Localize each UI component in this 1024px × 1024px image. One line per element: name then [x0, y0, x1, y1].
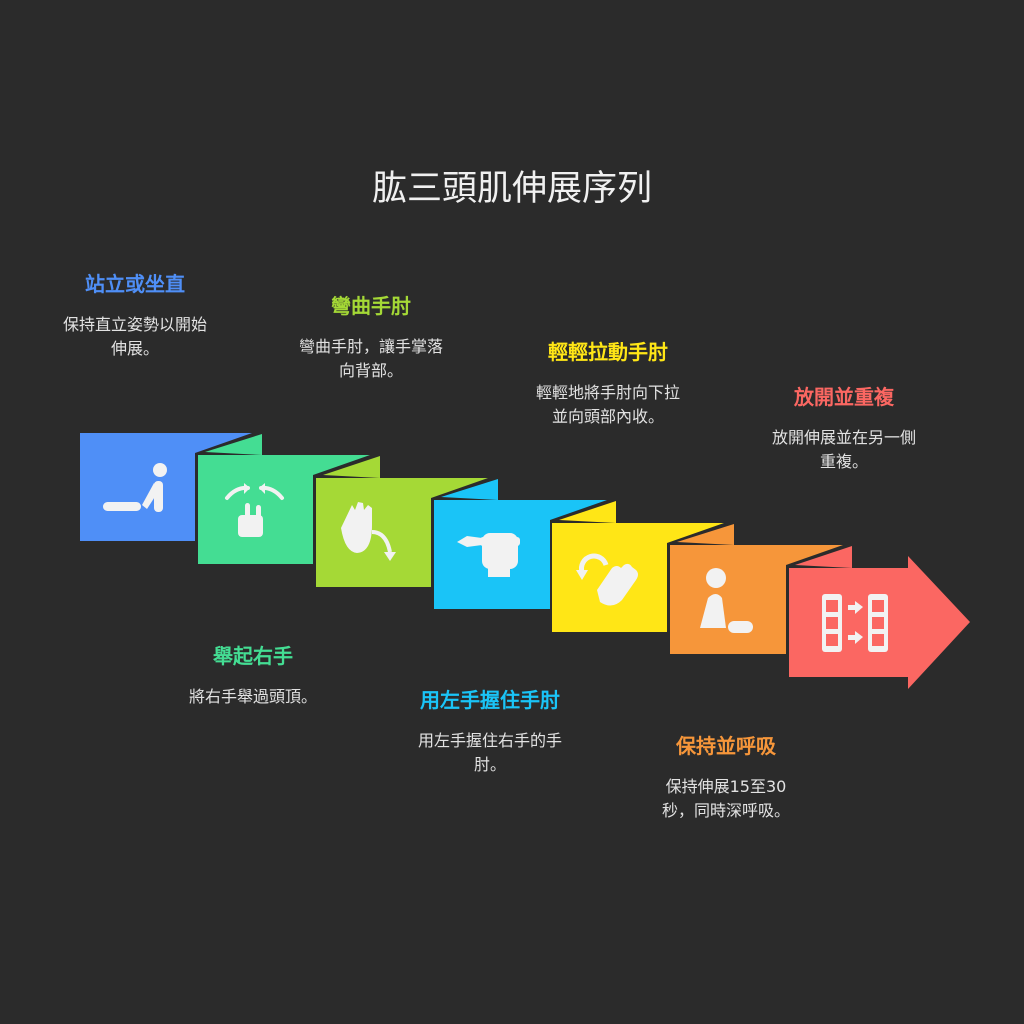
step-description: 放開伸展並在另一側重複。	[734, 426, 954, 474]
step-3-text: 彎曲手肘 彎曲手肘，讓手掌落向背部。	[261, 293, 481, 383]
step-5-text: 輕輕拉動手肘 輕輕地將手肘向下拉並向頭部內收。	[498, 339, 718, 429]
step-description: 將右手舉過頭頂。	[143, 685, 363, 709]
desc-line: 肘。	[473, 755, 506, 774]
hand-bend-down-icon	[341, 502, 396, 561]
step-description: 彎曲手肘，讓手掌落向背部。	[261, 335, 481, 383]
desc-line: 秒，同時深呼吸。	[661, 801, 790, 820]
step-panel-6	[670, 524, 843, 654]
step-title: 保持並呼吸	[676, 734, 776, 758]
desc-line: 並向頭部內收。	[551, 407, 664, 426]
step-panel-7	[789, 546, 970, 689]
step-2-text: 舉起右手 將右手舉過頭頂。	[143, 643, 363, 709]
step-6-text: 保持並呼吸 保持伸展15至30 秒，同時深呼吸。	[616, 733, 836, 823]
desc-line: 將右手舉過頭頂。	[188, 687, 317, 706]
step-7-text: 放開並重複 放開伸展並在另一側重複。	[734, 384, 954, 474]
step-1-text: 站立或坐直 保持直立姿勢以開始伸展。	[25, 271, 245, 361]
desc-line: 彎曲手肘，讓手掌落	[298, 337, 443, 356]
step-title: 輕輕拉動手肘	[548, 340, 668, 364]
sitting-person-icon	[103, 463, 167, 512]
step-panel-2	[198, 434, 370, 564]
step-4-text: 用左手握住手肘 用左手握住右手的手肘。	[380, 687, 600, 777]
desc-line: 伸展。	[110, 339, 159, 358]
step-title: 放開並重複	[794, 385, 894, 409]
step-title: 舉起右手	[213, 644, 293, 668]
desc-line: 保持直立姿勢以開始	[62, 315, 207, 334]
desc-line: 用左手握住右手的手	[417, 731, 562, 750]
step-description: 輕輕地將手肘向下拉並向頭部內收。	[498, 381, 718, 429]
hand-raise-gesture-icon	[225, 483, 284, 537]
hand-rotate-icon	[576, 553, 638, 606]
step-title: 彎曲手肘	[331, 294, 411, 318]
desc-line: 輕輕地將手肘向下拉	[535, 383, 680, 402]
step-panel-4	[434, 479, 607, 609]
step-description: 保持伸展15至30 秒，同時深呼吸。	[616, 775, 836, 823]
diagram-title: 肱三頭肌伸展序列	[371, 169, 652, 209]
desc-line: 重複。	[819, 452, 868, 471]
step-panel-1	[80, 433, 252, 541]
step-panel-3	[316, 456, 488, 587]
step-description: 保持直立姿勢以開始伸展。	[25, 313, 245, 361]
desc-line: 保持伸展15至30	[665, 777, 787, 796]
desc-line: 向背部。	[338, 361, 403, 380]
step-title: 站立或坐直	[85, 272, 185, 296]
step-description: 用左手握住右手的手肘。	[380, 729, 600, 777]
desc-line: 放開伸展並在另一側	[771, 428, 916, 447]
kneeling-person-icon	[700, 568, 753, 633]
step-title: 用左手握住手肘	[420, 688, 560, 712]
repeat-transfer-icon	[822, 594, 888, 652]
step-panel-5	[552, 501, 724, 632]
hand-grip-icon	[457, 533, 520, 577]
